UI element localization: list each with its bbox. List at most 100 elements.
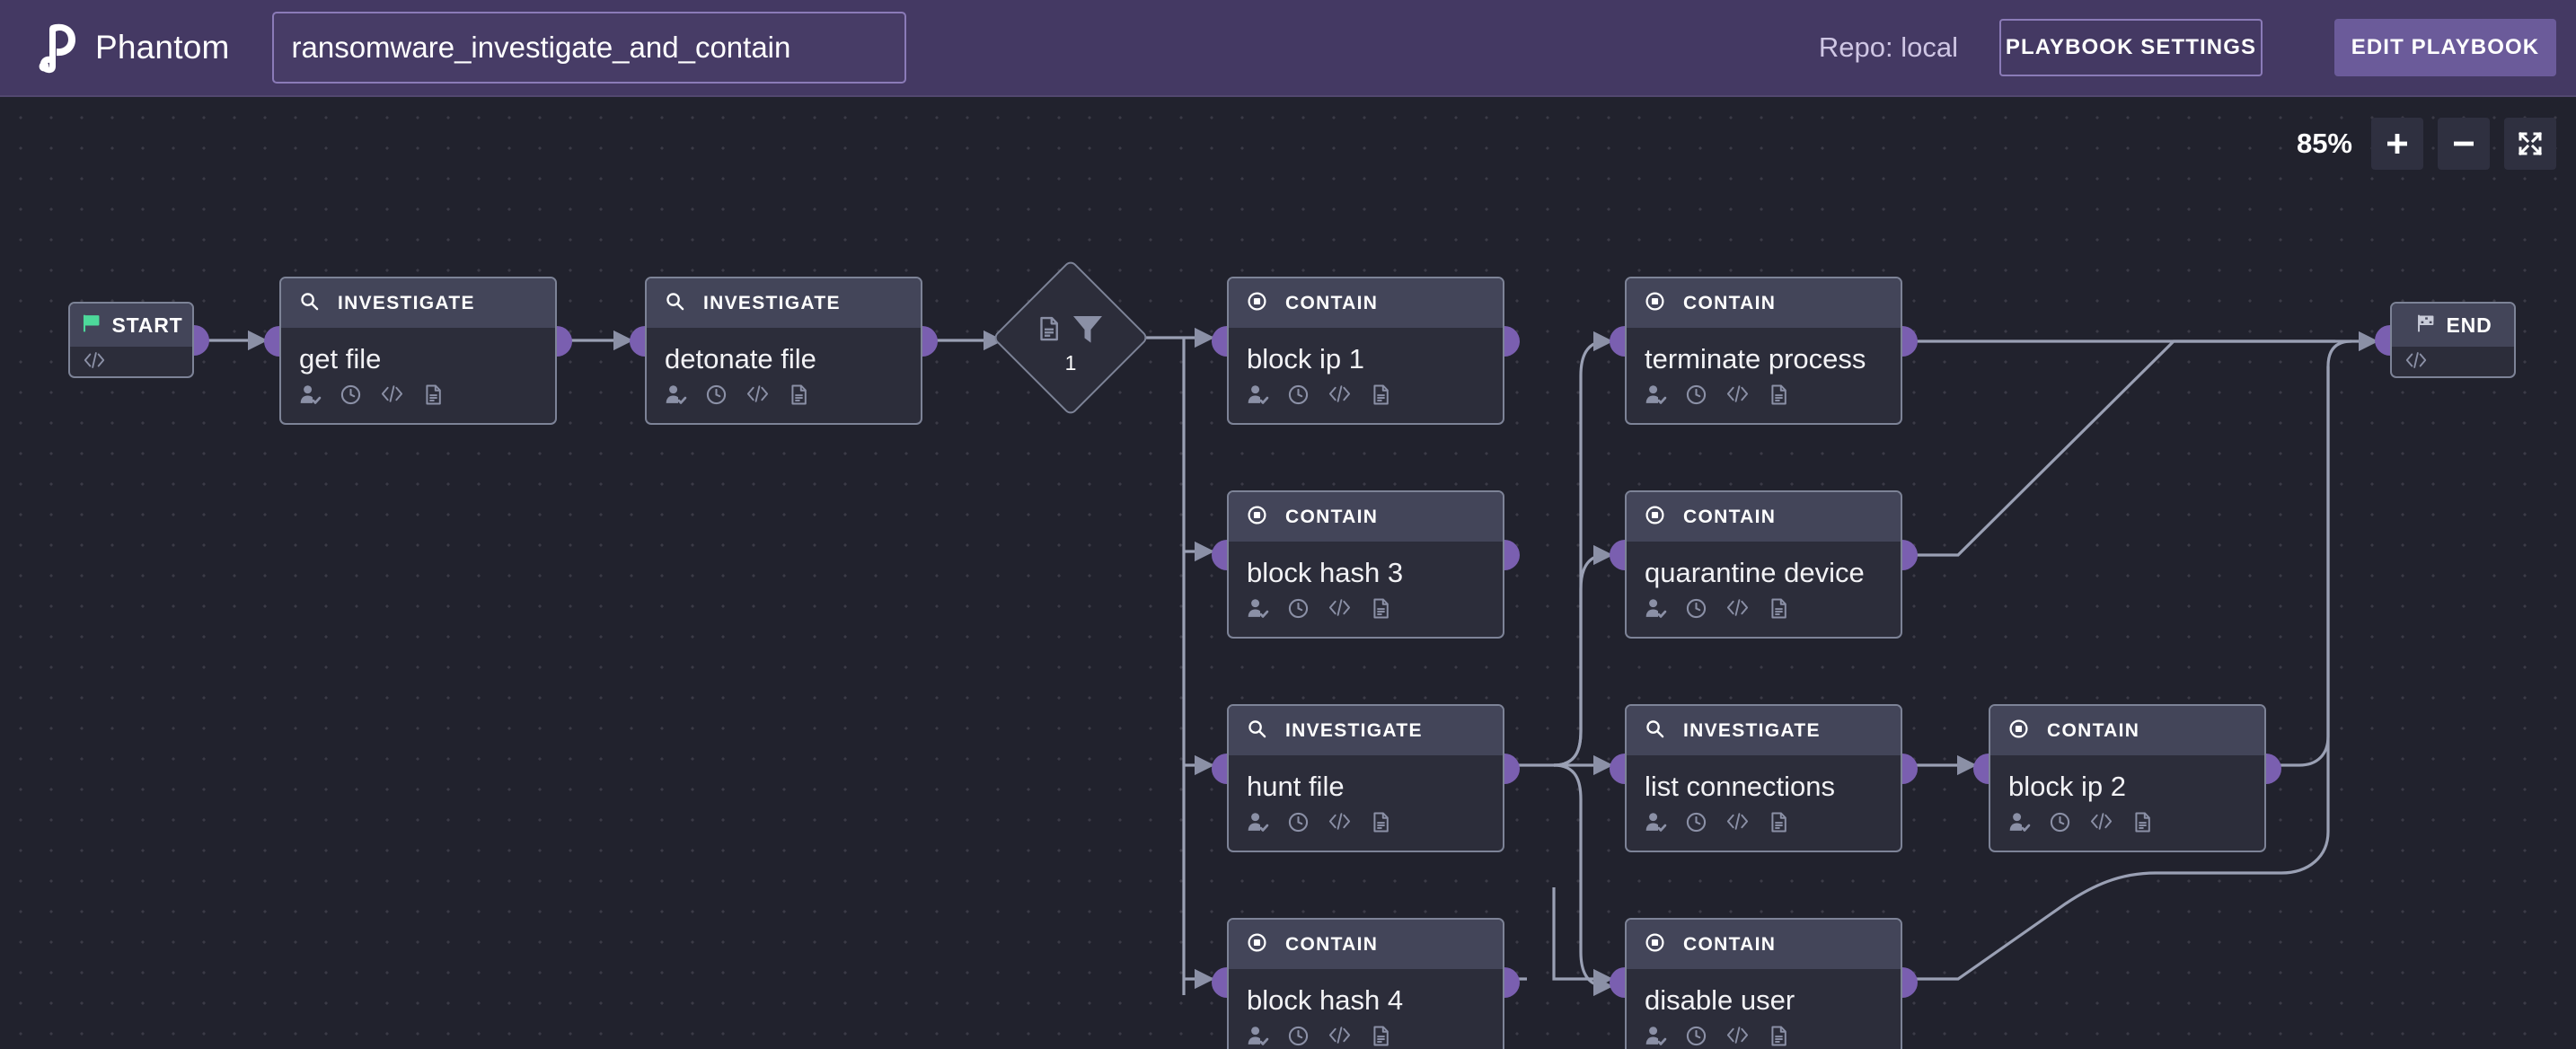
playbook-flow-canvas[interactable]: 85%	[0, 97, 2576, 1049]
user-check-icon[interactable]	[1247, 383, 1269, 410]
node-action-icons	[1645, 809, 1790, 838]
node-title: disable user	[1645, 984, 1795, 1016]
green-flag-icon	[80, 313, 101, 339]
node-action-icons	[299, 382, 445, 410]
document-icon[interactable]	[1768, 597, 1790, 624]
node-header: CONTAIN	[1990, 706, 2264, 755]
document-icon[interactable]	[1768, 1025, 1790, 1049]
node-body: list connections	[1627, 755, 1901, 802]
flow-node-filter[interactable]: 1	[992, 259, 1150, 417]
clock-icon[interactable]	[1287, 811, 1310, 838]
user-check-icon[interactable]	[665, 383, 687, 410]
document-icon[interactable]	[422, 383, 445, 410]
code-brackets-icon[interactable]	[2404, 348, 2428, 376]
user-check-icon[interactable]	[1247, 597, 1269, 624]
document-icon[interactable]	[2131, 811, 2154, 838]
node-title: get file	[299, 343, 382, 375]
node-action-icons	[1247, 595, 1392, 624]
node-body: get file	[281, 328, 555, 375]
code-brackets-icon[interactable]	[1725, 809, 1750, 838]
node-body: block hash 3	[1229, 542, 1503, 588]
contain-icon	[2008, 718, 2029, 744]
code-brackets-icon[interactable]	[1725, 1023, 1750, 1049]
zoom-out-button[interactable]	[2438, 118, 2490, 170]
user-check-icon[interactable]	[1645, 1025, 1667, 1049]
clock-icon[interactable]	[1685, 383, 1707, 410]
code-brackets-icon[interactable]	[745, 382, 770, 410]
flow-node-end[interactable]: END	[2390, 302, 2516, 378]
playbook-name-input[interactable]	[271, 12, 906, 84]
user-check-icon[interactable]	[1645, 811, 1667, 838]
document-icon[interactable]	[1370, 597, 1392, 624]
flow-node-get-file[interactable]: INVESTIGATE get file	[279, 277, 557, 425]
edit-playbook-button[interactable]: EDIT PLAYBOOK	[2334, 19, 2556, 76]
node-type-label: CONTAIN	[1683, 292, 1777, 313]
terminal-header: START	[70, 304, 192, 347]
node-type-label: INVESTIGATE	[703, 292, 841, 313]
flow-node-terminate-process[interactable]: CONTAIN terminate process	[1625, 277, 1902, 425]
node-type-label: CONTAIN	[1683, 933, 1777, 955]
node-header: INVESTIGATE	[281, 278, 555, 328]
document-icon[interactable]	[1370, 383, 1392, 410]
zoom-in-button[interactable]	[2371, 118, 2423, 170]
clock-icon[interactable]	[1287, 597, 1310, 624]
checkered-flag-icon	[2414, 313, 2436, 339]
user-check-icon[interactable]	[1247, 811, 1269, 838]
clock-icon[interactable]	[1685, 597, 1707, 624]
clock-icon[interactable]	[2049, 811, 2071, 838]
node-body: disable user	[1627, 969, 1901, 1016]
plus-icon	[2384, 130, 2411, 157]
code-brackets-icon[interactable]	[380, 382, 404, 410]
clock-icon[interactable]	[1685, 811, 1707, 838]
user-check-icon[interactable]	[2008, 811, 2031, 838]
phantom-logo-icon	[32, 22, 83, 74]
clock-icon[interactable]	[705, 383, 728, 410]
user-check-icon[interactable]	[1247, 1025, 1269, 1049]
clock-icon[interactable]	[1287, 1025, 1310, 1049]
user-check-icon[interactable]	[1645, 383, 1667, 410]
node-action-icons	[665, 382, 810, 410]
fit-to-screen-button[interactable]	[2504, 118, 2556, 170]
clock-icon[interactable]	[1685, 1025, 1707, 1049]
flow-node-start[interactable]: START	[68, 302, 194, 378]
document-icon[interactable]	[788, 383, 810, 410]
user-check-icon[interactable]	[299, 383, 322, 410]
code-brackets-icon[interactable]	[83, 348, 106, 376]
user-check-icon[interactable]	[1645, 597, 1667, 624]
node-body: block ip 2	[1990, 755, 2264, 802]
node-type-label: INVESTIGATE	[1285, 719, 1423, 741]
node-header: CONTAIN	[1627, 278, 1901, 328]
node-title: quarantine device	[1645, 557, 1865, 588]
code-brackets-icon[interactable]	[1328, 382, 1352, 410]
node-action-icons	[1247, 382, 1392, 410]
terminal-body	[2392, 347, 2514, 376]
document-icon[interactable]	[1370, 1025, 1392, 1049]
code-brackets-icon[interactable]	[1328, 595, 1352, 624]
code-brackets-icon[interactable]	[1725, 595, 1750, 624]
code-brackets-icon[interactable]	[1725, 382, 1750, 410]
code-brackets-icon[interactable]	[2089, 809, 2113, 838]
code-brackets-icon[interactable]	[1328, 809, 1352, 838]
node-title: terminate process	[1645, 343, 1866, 375]
node-header: CONTAIN	[1229, 492, 1503, 542]
magnifier-icon	[299, 291, 320, 316]
clock-icon[interactable]	[340, 383, 362, 410]
flow-node-disable-user[interactable]: CONTAIN disable user	[1625, 918, 1902, 1049]
playbook-settings-button[interactable]: PLAYBOOK SETTINGS	[1999, 19, 2263, 76]
document-icon[interactable]	[1370, 811, 1392, 838]
document-icon[interactable]	[1768, 383, 1790, 410]
clock-icon[interactable]	[1287, 383, 1310, 410]
node-action-icons	[1645, 595, 1790, 624]
node-header: INVESTIGATE	[1229, 706, 1503, 755]
node-header: CONTAIN	[1229, 278, 1503, 328]
code-brackets-icon[interactable]	[1328, 1023, 1352, 1049]
document-icon[interactable]	[1768, 811, 1790, 838]
